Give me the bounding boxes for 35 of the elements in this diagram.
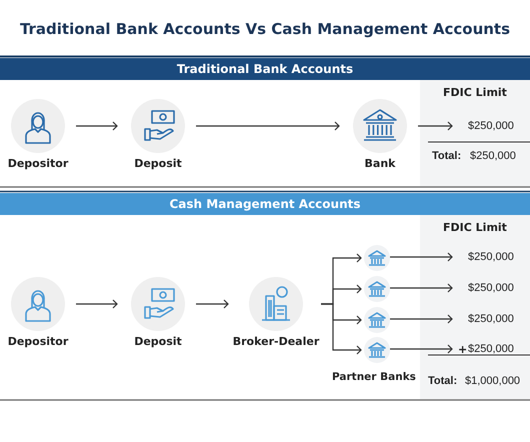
flow-step [231,276,321,348]
panel-heading: FDIC Limit [442,221,508,234]
arrow [76,121,118,131]
note-text: + [458,343,468,356]
step-label: Broker-Dealer [232,335,320,348]
note-text: Total: [432,150,462,162]
arrow [418,121,453,131]
amount: $250,000 [468,251,514,263]
note-text: $1,000,000 [465,375,520,387]
arrow [196,299,229,309]
note-text: $250,000 [470,150,516,162]
amount: $250,000 [468,343,514,355]
group-caption: Partner Banks [332,371,416,383]
diagram-title: Traditional Bank Accounts Vs Cash Management Accounts [18,20,512,38]
note-text: Total: [428,375,458,387]
amount: $250,000 [468,120,514,132]
arrow [390,344,453,354]
section-banner: Traditional Bank Accounts [0,58,530,80]
arrow [390,252,453,262]
step-label: Bank [364,157,396,170]
arrow [390,314,453,324]
limits-panel [420,215,530,399]
arrow [196,121,340,131]
limits-panel [420,80,530,186]
arrow [321,303,362,355]
section-banner: Cash Management Accounts [0,193,530,215]
step-label: Deposit [133,335,183,348]
step-label: Depositor [6,335,70,348]
step-label: Deposit [133,157,183,170]
arrow [390,283,453,293]
arrow [76,299,118,309]
step-label: Depositor [6,157,70,170]
panel-heading: FDIC Limit [442,86,508,99]
amount: $250,000 [468,282,514,294]
amount: $250,000 [468,313,514,325]
